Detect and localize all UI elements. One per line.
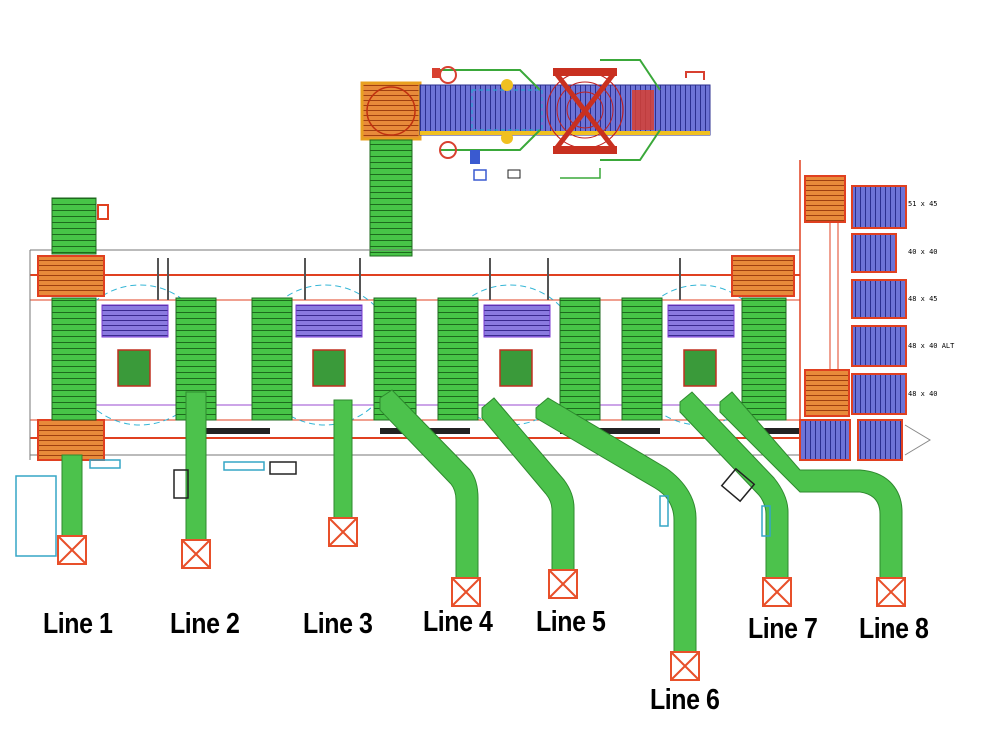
right-top-transfer <box>731 255 795 297</box>
output-end-boxes <box>57 517 906 681</box>
main-feed-conveyor <box>369 139 413 257</box>
line-8-label: Line 8 <box>859 613 929 645</box>
output-conveyors <box>61 389 903 653</box>
pallet-size-3: 48 x 45 <box>908 295 938 303</box>
robot-cells <box>101 304 735 387</box>
line-4-label: Line 4 <box>423 606 493 638</box>
line-8-end-box <box>876 577 906 607</box>
line-3-label: Line 3 <box>303 608 373 640</box>
left-bottom-transfer <box>37 419 105 461</box>
line-6-label: Line 6 <box>650 684 720 716</box>
right-bottom-transfer <box>799 175 851 461</box>
line-1-label: Line 1 <box>43 608 113 640</box>
line-3-end-box <box>328 517 358 547</box>
line-2-conveyor <box>185 391 207 541</box>
accumulation-conveyors <box>51 297 787 421</box>
pallet-size-1: 51 x 45 <box>908 200 938 208</box>
top-turntable <box>546 68 624 154</box>
left-top-transfer <box>37 197 109 297</box>
line-6-end-box <box>670 651 700 681</box>
misc-equipment <box>15 459 771 557</box>
line-1-conveyor <box>61 454 83 538</box>
line-3-conveyor <box>333 399 353 519</box>
line-5-end-box <box>548 569 578 599</box>
line-5-label: Line 5 <box>536 606 606 638</box>
line-2-label: Line 2 <box>170 608 240 640</box>
support-posts <box>157 258 681 300</box>
line-2-end-box <box>181 539 211 569</box>
pallet-magazines <box>829 185 931 461</box>
line-1-end-box <box>57 535 87 565</box>
pallet-size-5: 48 x 40 <box>908 390 938 398</box>
pallet-size-4: 48 x 40 ALT <box>908 342 955 350</box>
pallet-size-2: 40 x 40 <box>908 248 938 256</box>
safety-zones <box>69 284 771 426</box>
top-infeed-assembly <box>360 59 711 181</box>
line-7-label: Line 7 <box>748 613 818 645</box>
line-4-end-box <box>451 577 481 607</box>
line-7-end-box <box>762 577 792 607</box>
